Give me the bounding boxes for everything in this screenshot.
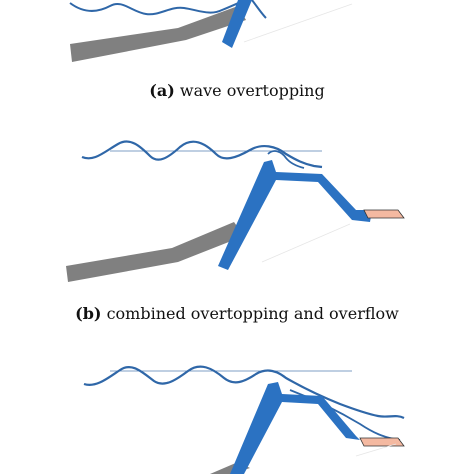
panel-c-drawing [83, 365, 405, 474]
panel-a-foreshore [70, 6, 246, 62]
panel-b-caption: (b) combined overtopping and overflow [0, 304, 474, 323]
panel-c-protected-area [359, 437, 405, 447]
panel-b-foreshore [66, 222, 244, 282]
panel-a-caption: (a) wave overtopping [0, 81, 474, 100]
panel-b-protected-area [363, 209, 405, 219]
panel-a-caption-text: wave overtopping [179, 81, 325, 100]
panel-b-wave [81, 140, 323, 169]
panel-b-caption-text: combined overtopping and overflow [106, 304, 399, 323]
panel-b-overflow-jet [267, 150, 305, 169]
panel-c-wave [83, 365, 405, 420]
panel-b-landward-ground [261, 223, 351, 263]
panel-a-landward-ground [243, 3, 353, 43]
panel-a-drawing [69, 0, 353, 62]
panel-b-label: (b) [75, 304, 102, 323]
panel-a-dike-seaward-slope [222, 0, 252, 48]
panel-c-dike [230, 382, 360, 474]
panel-a-overtopping-jet [251, 0, 267, 19]
panel-b-drawing [66, 140, 405, 282]
panel-b-dike [218, 160, 372, 270]
panel-a-label: (a) [149, 81, 175, 100]
panel-c-landward-ground [355, 443, 397, 457]
panel-a-wave [69, 0, 247, 16]
